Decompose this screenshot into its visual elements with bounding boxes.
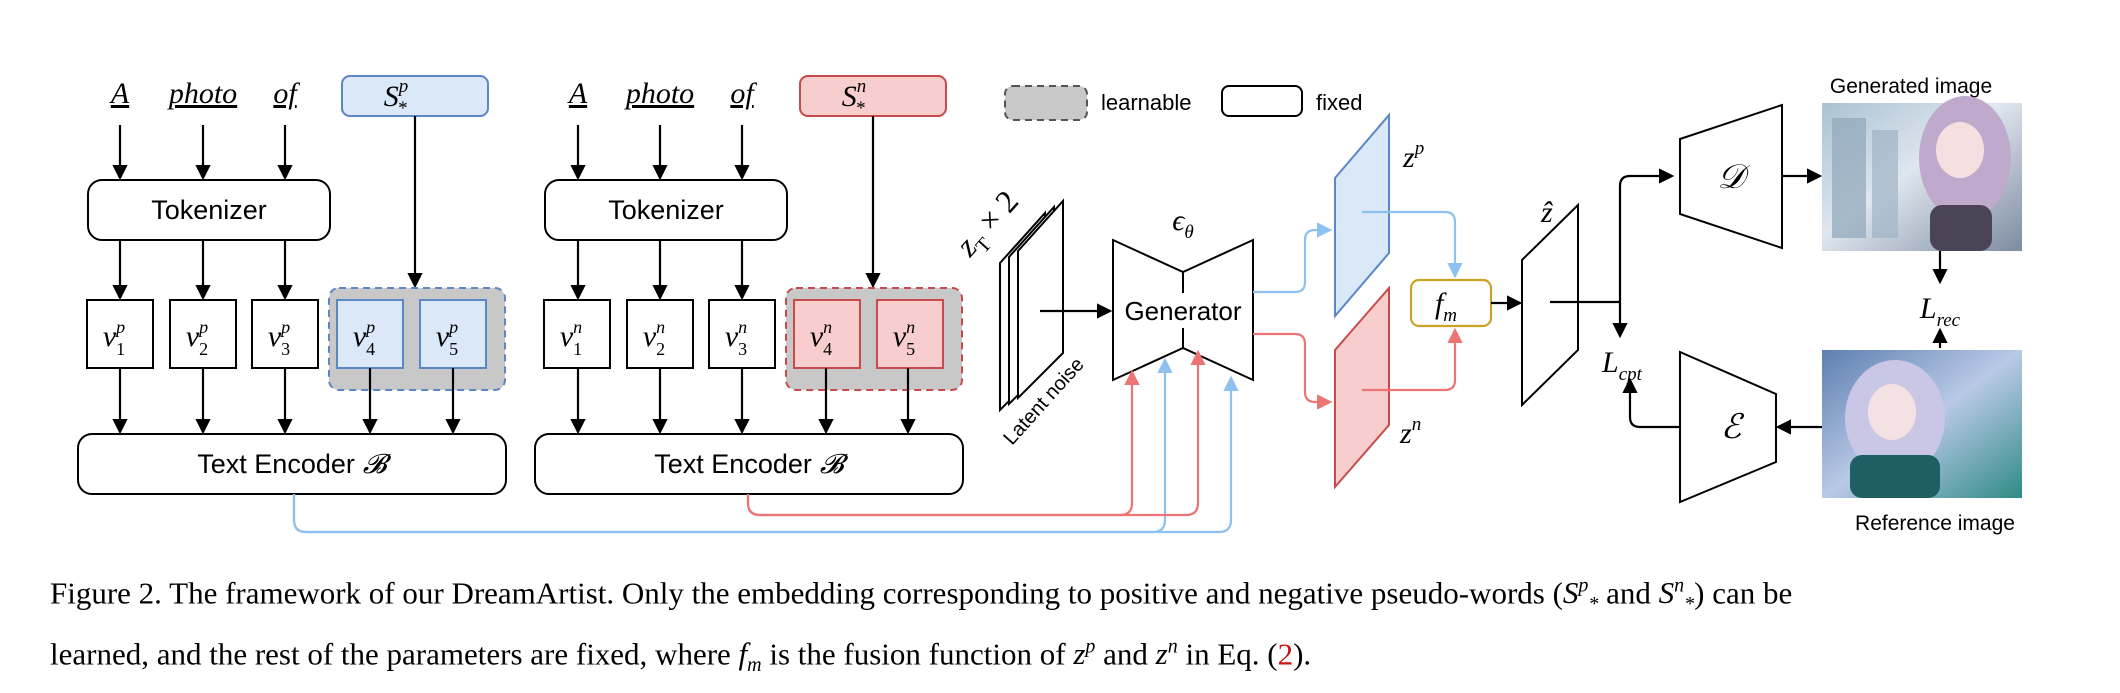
decoder: 𝒟 [1679, 103, 1783, 250]
latent-noise: zT× 2 Latent noise [948, 183, 1113, 449]
caption-eq-ref[interactable]: 2 [1277, 635, 1294, 671]
neg-vector-4 [793, 299, 861, 369]
pos-vector-3 [251, 299, 319, 369]
loss-rec: Lrec [1919, 292, 1961, 331]
legend-learnable-swatch [1004, 85, 1088, 121]
z-hat: ẑ [1521, 196, 1579, 408]
generated-image [1822, 96, 2022, 251]
caption-line2-d: ). [1293, 635, 1312, 671]
pos-word-3: of [273, 77, 300, 110]
caption-and-2: and [1095, 635, 1156, 671]
pos-word-2: photo [167, 77, 237, 110]
caption-line2-b: is the fusion function of [761, 635, 1074, 671]
generator-eps: ϵθ [1172, 204, 1193, 243]
pos-word-1: A [109, 77, 130, 110]
legend-fixed-label: fixed [1316, 90, 1362, 115]
pos-tokenizer [87, 179, 331, 241]
caption-zn: zn [1155, 635, 1178, 671]
pos-pseudo-word: Sp* [384, 76, 409, 119]
caption-sp: Sp* [1562, 575, 1599, 616]
pos-pseudo-word-box [341, 75, 489, 117]
z-positive-label: zp [1402, 138, 1424, 174]
caption-sn: Sn* [1658, 575, 1695, 616]
generated-image-label: Generated image [1830, 75, 1992, 98]
caption-text-1: The framework of our DreamArtist. Only t… [161, 575, 1563, 611]
neg-pseudo-word-box [799, 75, 947, 117]
caption-and-1: and [1598, 575, 1659, 611]
reference-image-label: Reference image [1855, 512, 2015, 535]
neg-word-3: of [730, 77, 757, 110]
figure-caption: Figure 2. The framework of our DreamArti… [50, 565, 2080, 686]
legend-learnable-label: learnable [1101, 90, 1192, 115]
caption-fig-label: Figure 2. [50, 575, 162, 611]
caption-line2-c: in Eq. ( [1177, 635, 1278, 671]
z-negative-label: zn [1399, 414, 1421, 450]
neg-tokenizer [544, 179, 788, 241]
pos-vector-5 [419, 299, 487, 369]
pos-vector-2 [169, 299, 237, 369]
pos-text-encoder [77, 433, 507, 495]
loss-cpt: Lcpt [1601, 346, 1643, 385]
generator: Generator ϵθ [1112, 204, 1254, 382]
pos-tokenizer-label: Tokenizer [151, 195, 267, 225]
z-negative: zn [1334, 285, 1421, 490]
caption-line2-a: learned, and the rest of the parameters … [50, 635, 739, 671]
neg-tokenizer-label: Tokenizer [608, 195, 724, 225]
image-encoder: ℰ [1679, 350, 1777, 504]
caption-zp: zp [1073, 635, 1096, 671]
conditioning-arrows [292, 349, 1239, 534]
neg-word-1: A [567, 77, 588, 110]
fusion-function: fm [1409, 278, 1493, 328]
neg-pseudo-word: Sn* [842, 76, 867, 119]
neg-vector-5 [876, 299, 944, 369]
legend-fixed-swatch [1221, 85, 1303, 117]
legend: learnable fixed [1004, 85, 1362, 121]
encoder-symbol: ℰ [1721, 409, 1745, 446]
z-hat-label: ẑ [1540, 196, 1553, 229]
generator-label: Generator [1124, 296, 1241, 326]
caption-text-2: ) can be [1694, 575, 1793, 611]
reference-image [1822, 350, 2022, 498]
z-positive: zp [1334, 112, 1424, 319]
caption-fm: fm [738, 635, 762, 677]
neg-word-2: photo [624, 77, 694, 110]
neg-vector-3 [708, 299, 776, 369]
